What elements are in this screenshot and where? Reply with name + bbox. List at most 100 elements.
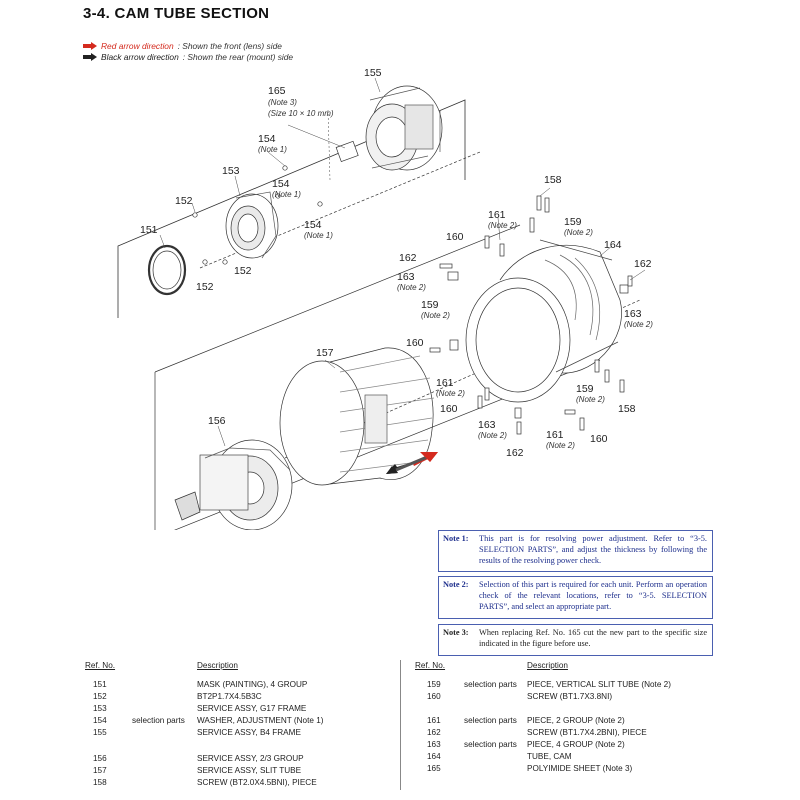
callout-154a-note: (Note 1) xyxy=(258,145,287,154)
callout-161c: 161 xyxy=(546,429,564,441)
note-2-key: Note 2: xyxy=(443,580,469,589)
legend-red-label: Red arrow direction xyxy=(101,41,174,51)
right-desc-header: Description xyxy=(527,661,568,670)
part-ref: 158 xyxy=(93,778,107,787)
part-description: MASK (PAINTING), 4 GROUP xyxy=(197,680,308,689)
red-arrow-icon xyxy=(83,42,97,50)
callout-159a-note: (Note 2) xyxy=(564,228,593,237)
legend-black-desc: : Shown the rear (mount) side xyxy=(182,52,294,62)
direction-arrow-icon xyxy=(386,452,438,474)
callout-165-size: (Size 10 × 10 mm) xyxy=(268,109,334,118)
part-153-g17-frame xyxy=(225,191,279,259)
callout-151: 151 xyxy=(140,224,158,236)
callout-163c: 163 xyxy=(478,419,496,431)
callout-154b-note: (Note 1) xyxy=(272,190,301,199)
part-157-slit-tube xyxy=(279,347,435,486)
part-remark: selection parts xyxy=(464,680,517,689)
part-ref: 154 xyxy=(93,716,107,725)
part-ref: 161 xyxy=(427,716,441,725)
callout-165-note: (Note 3) xyxy=(268,98,297,107)
callout-161a: 161 xyxy=(488,209,506,221)
callout-161c-note: (Note 2) xyxy=(546,441,575,450)
note-3-key: Note 3: xyxy=(443,628,469,637)
callout-154c: 154 xyxy=(304,219,322,231)
part-ref: 164 xyxy=(427,752,441,761)
callout-160b: 160 xyxy=(406,337,424,349)
part-description: PIECE, 4 GROUP (Note 2) xyxy=(527,740,625,749)
part-ref: 153 xyxy=(93,704,107,713)
legend-black-label: Black arrow direction xyxy=(101,52,179,62)
callout-161b: 161 xyxy=(436,377,454,389)
callout-163b-note: (Note 2) xyxy=(624,320,653,329)
callout-165: 165 xyxy=(268,85,286,97)
callout-161a-note: (Note 2) xyxy=(488,221,517,230)
part-ref: 160 xyxy=(427,692,441,701)
callout-163a-note: (Note 2) xyxy=(397,283,426,292)
callout-154a: 154 xyxy=(258,133,276,145)
part-ref: 163 xyxy=(427,740,441,749)
page-title: 3-4. CAM TUBE SECTION xyxy=(83,5,270,22)
callout-160d: 160 xyxy=(590,433,608,445)
callout-162b: 162 xyxy=(634,258,652,270)
part-description: SERVICE ASSY, B4 FRAME xyxy=(197,728,301,737)
callout-160c: 160 xyxy=(440,403,458,415)
part-description: SCREW (BT1.7X4.2BNI), PIECE xyxy=(527,728,647,737)
callout-154b: 154 xyxy=(272,178,290,190)
callout-155: 155 xyxy=(364,67,382,79)
part-description: SCREW (BT2.0X4.5BNI), PIECE xyxy=(197,778,317,787)
callout-156: 156 xyxy=(208,415,226,427)
part-151-mask-ring xyxy=(147,244,187,296)
callout-152b: 152 xyxy=(234,265,252,277)
note-3-text: When replacing Ref. No. 165 cut the new … xyxy=(479,628,707,648)
part-156-2-3-group xyxy=(174,439,293,530)
part-description: SCREW (BT1.7X3.8NI) xyxy=(527,692,613,701)
part-ref: 159 xyxy=(427,680,441,689)
black-arrow-icon xyxy=(83,53,97,61)
part-description: SERVICE ASSY, SLIT TUBE xyxy=(197,766,302,775)
callout-164: 164 xyxy=(604,239,622,251)
part-ref: 165 xyxy=(427,764,441,773)
part-description: WASHER, ADJUSTMENT (Note 1) xyxy=(197,716,324,725)
callout-160a: 160 xyxy=(446,231,464,243)
part-remark: selection parts xyxy=(464,740,517,749)
callout-162c: 162 xyxy=(506,447,524,459)
note-1-box: Note 1: This part is for resolving power… xyxy=(438,530,713,572)
callout-163c-note: (Note 2) xyxy=(478,431,507,440)
callout-158a: 158 xyxy=(544,174,562,186)
note-3-box: Note 3: When replacing Ref. No. 165 cut … xyxy=(438,624,713,656)
callout-152c: 152 xyxy=(196,281,214,293)
part-ref: 162 xyxy=(427,728,441,737)
part-164-cam-tube xyxy=(465,239,622,403)
left-desc-header: Description xyxy=(197,661,238,670)
note-2-box: Note 2: Selection of this part is requir… xyxy=(438,576,713,619)
callout-161b-note: (Note 2) xyxy=(436,389,465,398)
callout-162a: 162 xyxy=(399,252,417,264)
part-ref: 157 xyxy=(93,766,107,775)
exploded-diagram: 165 (Note 3) (Size 10 × 10 mm) 155 154 (… xyxy=(117,67,653,530)
note-1-text: This part is for resolving power adjustm… xyxy=(479,534,707,565)
part-ref: 152 xyxy=(93,692,107,701)
legend-red: Red arrow direction : Shown the front (l… xyxy=(83,41,282,51)
callout-163b: 163 xyxy=(624,308,642,320)
callout-163a: 163 xyxy=(397,271,415,283)
callout-159a: 159 xyxy=(564,216,582,228)
part-description: SERVICE ASSY, 2/3 GROUP xyxy=(197,754,304,763)
callout-159c: 159 xyxy=(576,383,594,395)
part-ref: 155 xyxy=(93,728,107,737)
part-description: TUBE, CAM xyxy=(527,752,572,761)
part-remark: selection parts xyxy=(132,716,185,725)
part-description: POLYIMIDE SHEET (Note 3) xyxy=(527,764,633,773)
part-ref: 156 xyxy=(93,754,107,763)
callout-159b: 159 xyxy=(421,299,439,311)
part-description: BT2P1.7X4.5B3C xyxy=(197,692,262,701)
note-2-text: Selection of this part is required for e… xyxy=(479,580,707,611)
part-description: PIECE, VERTICAL SLIT TUBE (Note 2) xyxy=(527,680,671,689)
table-divider xyxy=(400,660,401,790)
right-ref-header: Ref. No. xyxy=(415,661,446,670)
note-1-key: Note 1: xyxy=(443,534,469,543)
screws xyxy=(192,165,633,435)
callout-152a: 152 xyxy=(175,195,193,207)
legend-red-desc: : Shown the front (lens) side xyxy=(177,41,282,51)
part-155-b4-frame xyxy=(365,85,443,171)
